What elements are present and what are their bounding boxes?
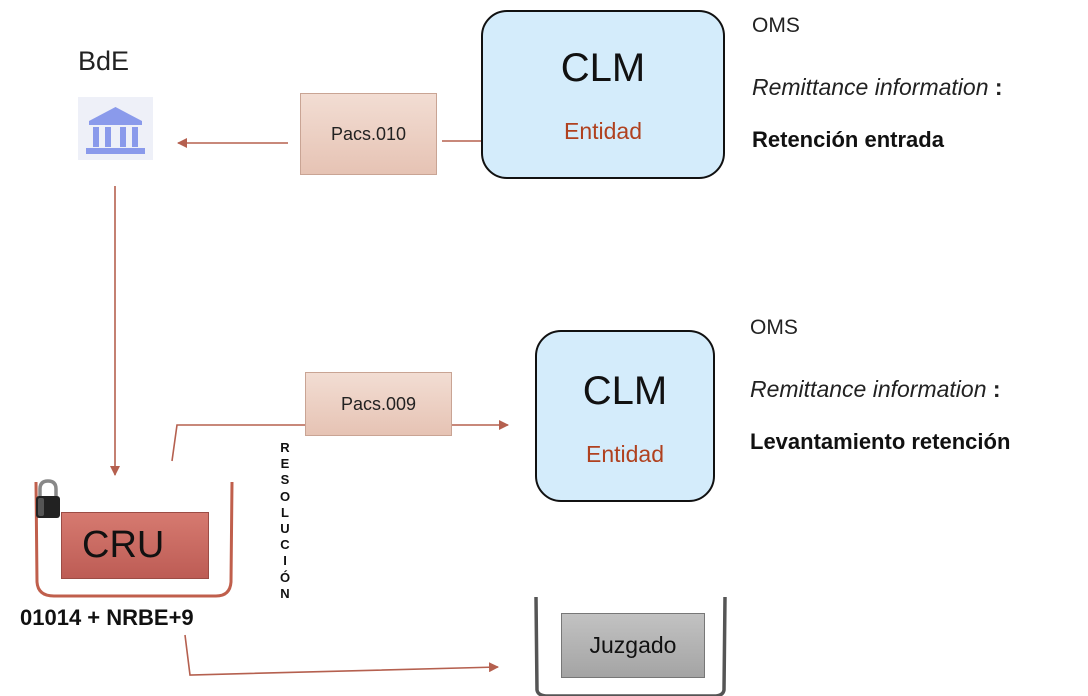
resolucion-letter: S	[280, 472, 290, 488]
remittance-colon: :	[992, 376, 1001, 402]
remittance-detail-bottom: Levantamiento retención	[750, 429, 1011, 454]
remittance-label: Remittance information	[750, 376, 987, 402]
bank-icon	[78, 97, 153, 160]
remittance-detail-top: Retención entrada	[752, 127, 944, 152]
resolucion-letter: Ó	[279, 569, 291, 585]
juzgado-box: Juzgado	[561, 613, 705, 678]
resolucion-letter: R	[280, 440, 290, 455]
oms-header-top: OMS	[752, 14, 800, 37]
cru-code: 01014 + NRBE+9	[20, 605, 194, 630]
resolucion-vertical-label: R E S O L U C I Ó N	[270, 440, 300, 602]
juzgado-container	[534, 596, 727, 696]
arrow-cru-to-juzgado	[184, 634, 499, 676]
resolucion-letter: I	[283, 553, 287, 569]
cru-container	[34, 481, 234, 598]
cru-label: CRU	[82, 524, 165, 566]
oms-header-bottom: OMS	[750, 316, 798, 339]
clm-box-bottom: CLM Entidad	[535, 330, 715, 502]
remittance-info-bottom: Remittance information :	[750, 376, 1001, 403]
resolucion-letter: L	[281, 504, 289, 520]
cru-box: CRU	[61, 512, 209, 579]
remittance-label: Remittance information	[752, 74, 989, 100]
remittance-colon: :	[994, 74, 1003, 100]
clm-title: CLM	[560, 46, 646, 90]
resolucion-letter: N	[280, 585, 290, 601]
pacs010-message: Pacs.010	[300, 93, 437, 175]
remittance-info-top: Remittance information :	[752, 74, 1003, 101]
lock-icon	[34, 478, 62, 520]
bde-label: BdE	[78, 46, 130, 76]
resolucion-letter: O	[279, 488, 291, 504]
entidad-label: Entidad	[585, 441, 664, 467]
resolucion-letter: E	[280, 456, 290, 472]
clm-title: CLM	[582, 369, 668, 413]
entidad-label: Entidad	[563, 118, 642, 144]
pacs009-message: Pacs.009	[305, 372, 452, 436]
clm-box-top: CLM Entidad	[481, 10, 725, 179]
resolucion-letter: U	[280, 521, 290, 537]
resolucion-letter: C	[280, 537, 290, 553]
